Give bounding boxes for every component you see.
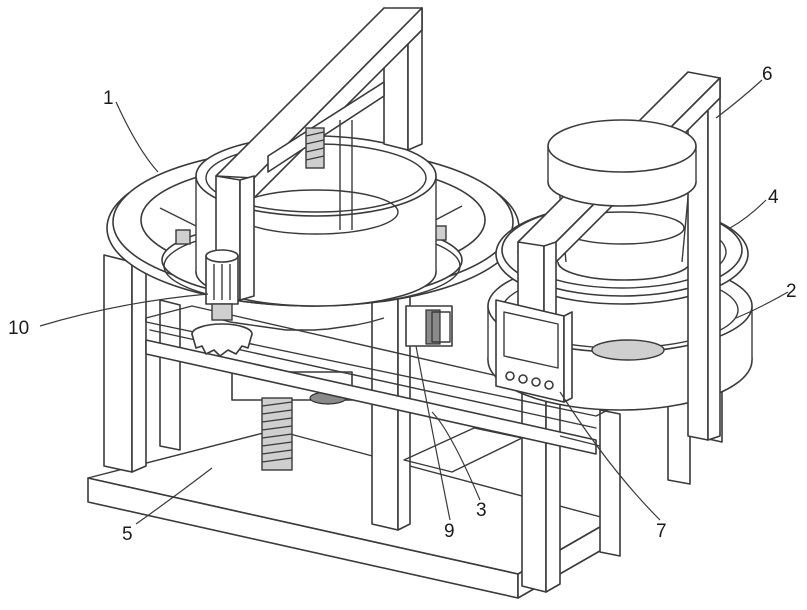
label-1: 1 <box>103 88 114 109</box>
motor <box>191 249 253 357</box>
leader-lines <box>39 79 789 525</box>
label-6: 6 <box>762 64 773 85</box>
label-10: 10 <box>8 318 29 339</box>
top-cap <box>547 119 697 207</box>
horizontal-rail <box>145 305 621 455</box>
part-labels: 1 2 3 4 5 6 7 9 10 <box>8 64 797 545</box>
label-4: 4 <box>768 187 779 208</box>
lower-screw <box>231 371 353 471</box>
label-9: 9 <box>444 521 455 542</box>
heater-block <box>405 305 453 347</box>
label-2: 2 <box>786 281 797 302</box>
label-7: 7 <box>656 521 667 542</box>
label-5: 5 <box>122 524 133 545</box>
control-panel <box>495 299 573 403</box>
label-3: 3 <box>476 500 487 521</box>
